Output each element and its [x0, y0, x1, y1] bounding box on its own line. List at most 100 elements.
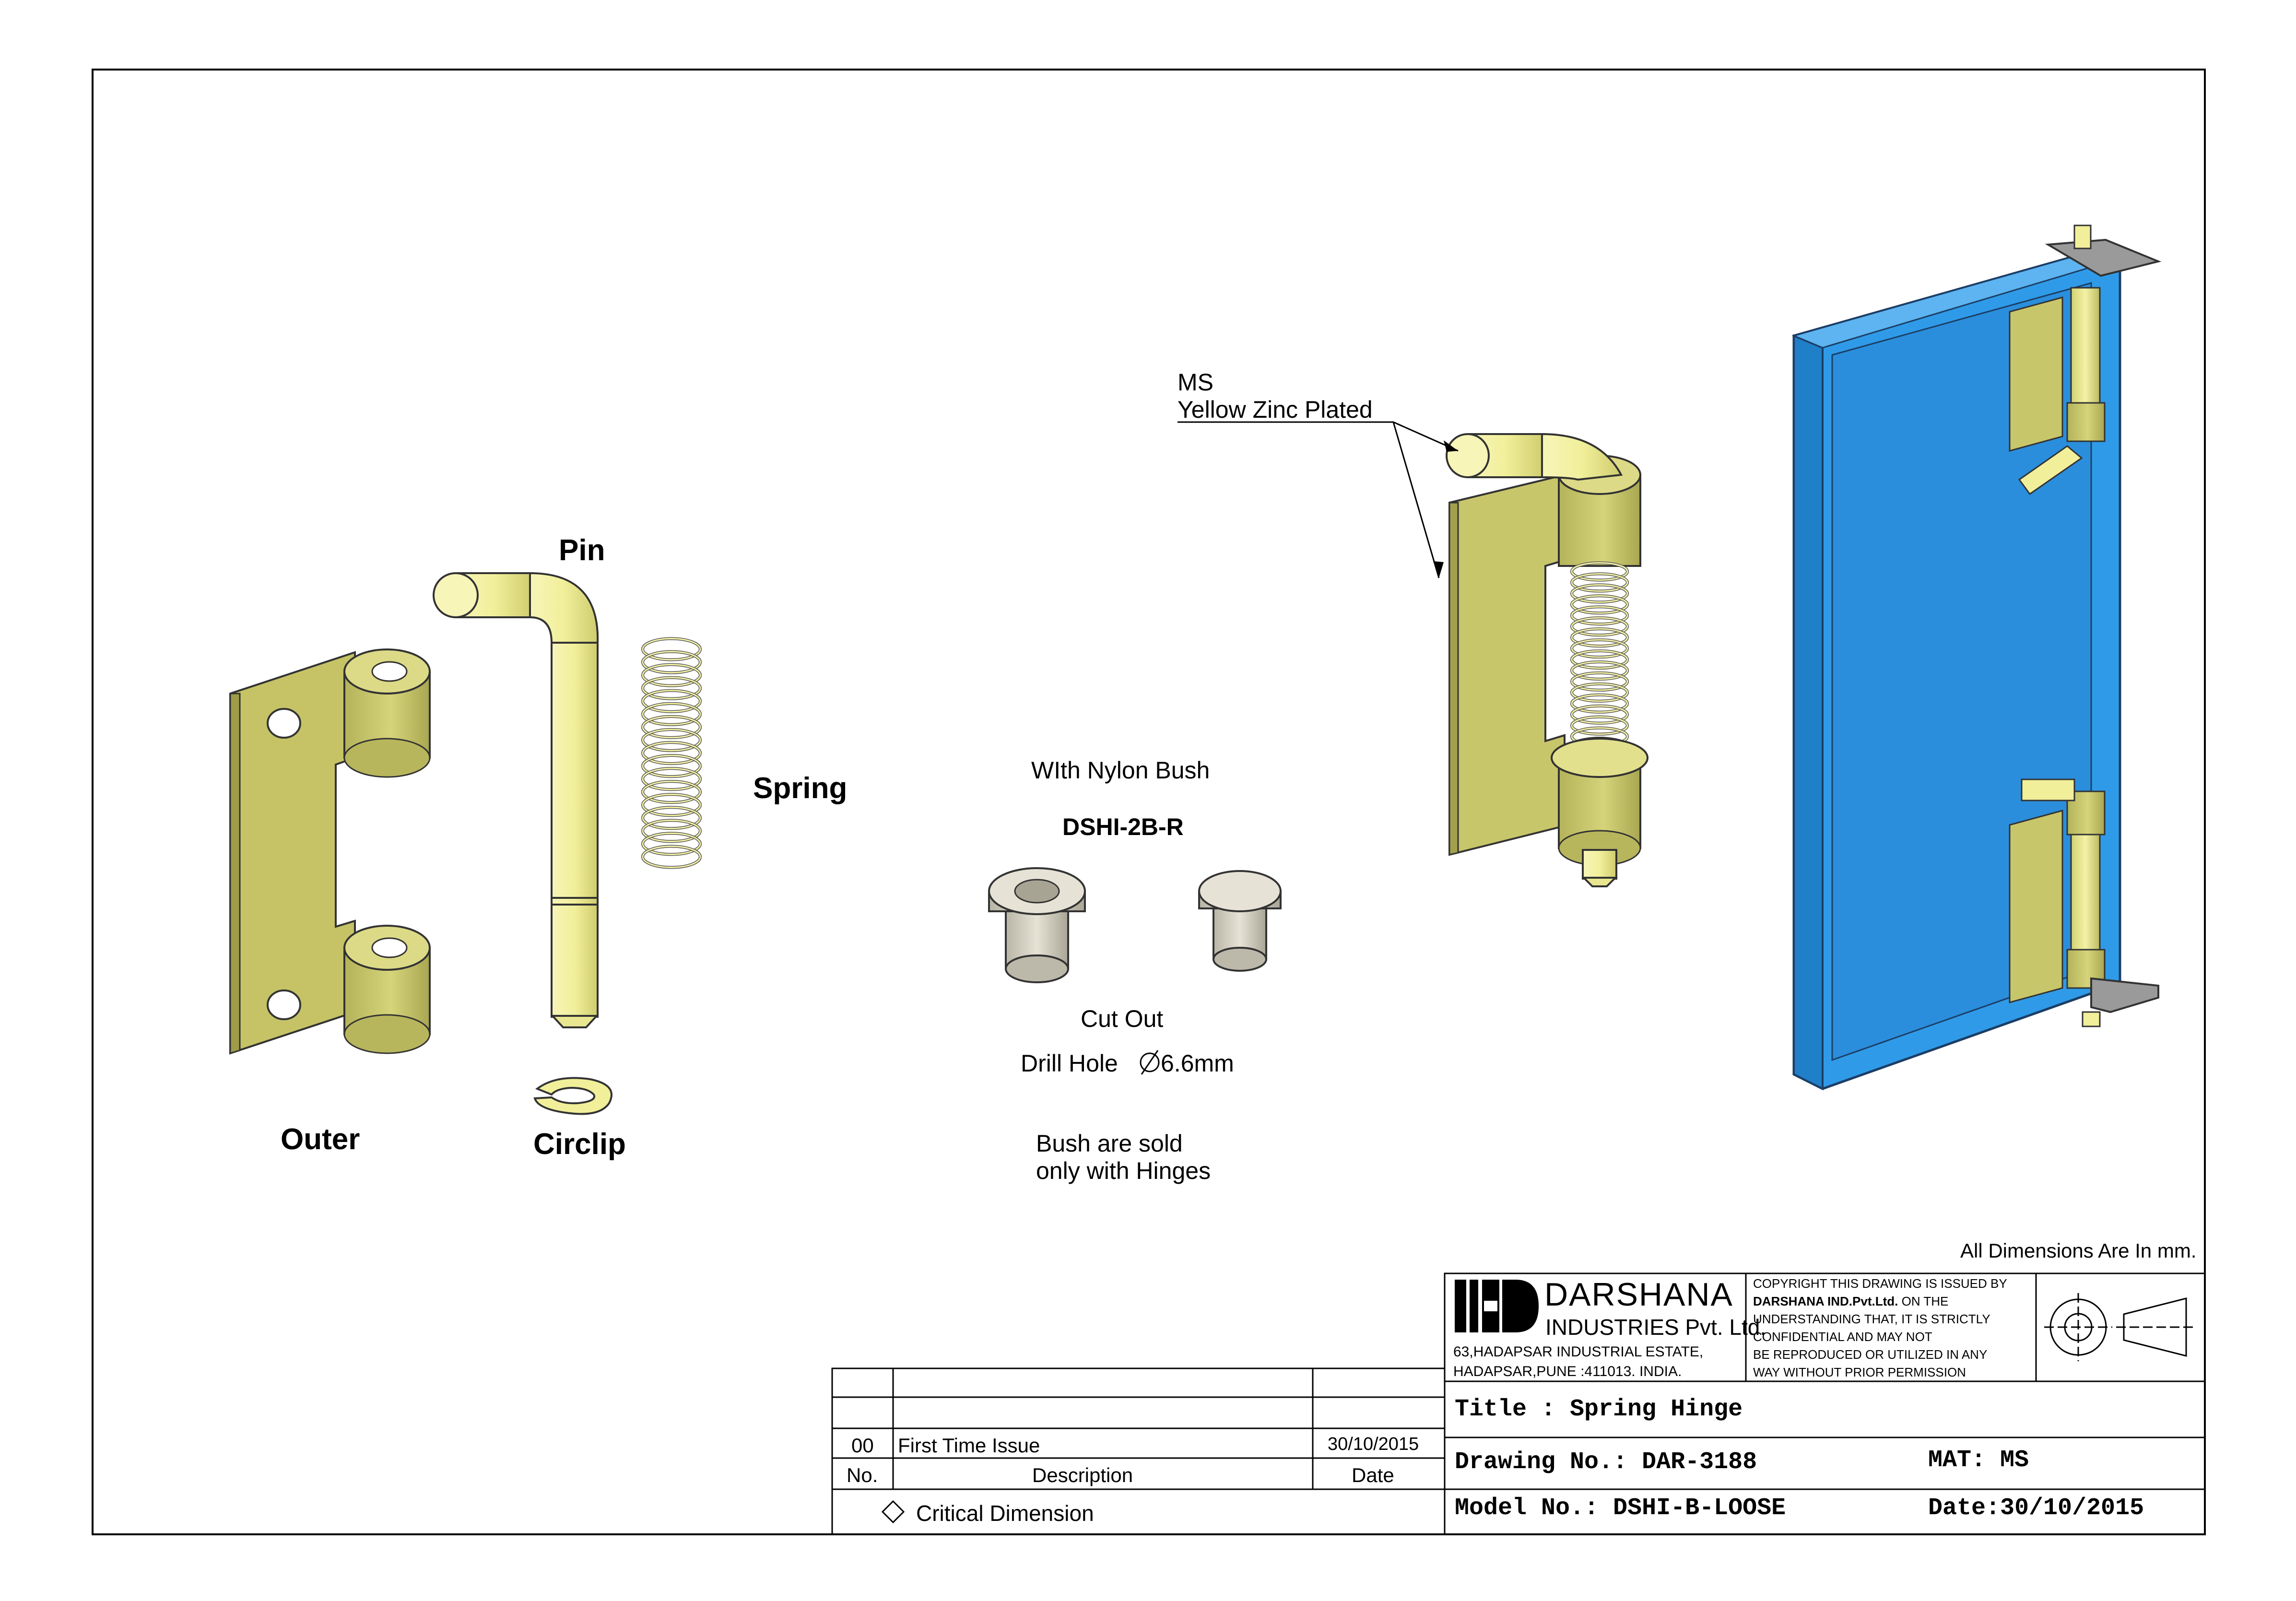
- assembled-plate-edge: [1448, 502, 1459, 856]
- spring-coil-highlight: [642, 793, 701, 816]
- spring-coil-highlight: [1571, 584, 1628, 603]
- diameter-circle: [1140, 1052, 1160, 1072]
- model-no-field: Model No.: DSHI-B-LOOSE: [1455, 1495, 1786, 1522]
- copyright-l3: UNDERSTANDING THAT, IT IS STRICTLY: [1753, 1312, 1990, 1326]
- assembled-pin-point: [1581, 877, 1618, 887]
- pin-label: Pin: [559, 534, 605, 567]
- spring-coil-highlight: [1571, 672, 1628, 691]
- spring-coil-highlight: [642, 729, 701, 752]
- door-hinge-top-knuckle: [2066, 402, 2106, 442]
- title-field: Title : Spring Hinge: [1455, 1396, 1743, 1423]
- spring-coil-highlight: [642, 690, 701, 713]
- outer-knuckle-top-base: [343, 738, 431, 778]
- spring-coil-highlight: [1571, 650, 1628, 669]
- assembled-plate: [1448, 473, 1566, 856]
- bush-code-label: DSHI-2B-R: [1062, 813, 1184, 840]
- door-hinge-top-plate: [2009, 296, 2063, 452]
- logo-d: [1502, 1280, 1539, 1332]
- spring-coil-highlight: [642, 703, 701, 726]
- spring-coil-highlight: [1571, 705, 1628, 724]
- logo-notch: [1484, 1301, 1497, 1311]
- spring-coil-highlight: [642, 845, 701, 868]
- revision-header-description: Description: [1032, 1464, 1133, 1486]
- logo-bar-1: [1455, 1280, 1466, 1332]
- assembled-pin-tip: [1582, 849, 1617, 880]
- diameter-icon: [1140, 1050, 1160, 1075]
- spring-coil-highlight: [1571, 694, 1628, 713]
- bush-note-line1: Bush are sold: [1036, 1130, 1183, 1157]
- spring-coil-highlight: [1571, 617, 1628, 636]
- spring-coil-highlight: [642, 780, 701, 803]
- bush-flanged-hole: [1014, 879, 1060, 904]
- circlip-label: Circlip: [533, 1128, 626, 1161]
- spring-coil-highlight: [642, 754, 701, 777]
- copyright-l1: COPYRIGHT THIS DRAWING IS ISSUED BY: [1753, 1276, 2007, 1291]
- diameter-slash: [1141, 1050, 1159, 1075]
- assembled-pin-elbow: [1541, 433, 1623, 481]
- outer-plate-edge: [229, 693, 241, 1055]
- door-hinge-top-spring: [2070, 287, 2101, 404]
- spring-coil-highlight: [642, 716, 701, 739]
- revision-row-description: First Time Issue: [898, 1434, 1040, 1457]
- spring-coil-highlight: [1571, 683, 1628, 702]
- copyright-company: DARSHANA IND.Pvt.Ltd.: [1753, 1294, 1898, 1308]
- spring-coil-highlight: [1571, 661, 1628, 680]
- title-block-lines: [831, 1272, 2206, 1535]
- door-hinge-bottom-plate: [2009, 810, 2063, 1003]
- pin-tip: [550, 1015, 599, 1028]
- spring-coil-highlight: [642, 651, 701, 674]
- projection-symbol-icon: [2044, 1293, 2194, 1361]
- revision-header-date: Date: [1352, 1464, 1394, 1486]
- pin-elbow: [529, 572, 599, 644]
- company-address2: HADAPSAR,PUNE :411013. INDIA.: [1453, 1364, 1682, 1379]
- door-panel-side: [1793, 334, 1824, 1091]
- spring-coil-highlight: [642, 742, 701, 765]
- revision-header-no: No.: [847, 1464, 878, 1486]
- assembled-spring: [1570, 561, 1629, 758]
- logo-bar-2: [1470, 1280, 1478, 1332]
- spring-coil-highlight: [642, 832, 701, 855]
- spring-coil-highlight: [1571, 595, 1628, 614]
- company-logo: [1455, 1280, 1539, 1332]
- spring-coil-highlight: [642, 819, 701, 842]
- bush-plain-bottom: [1213, 947, 1267, 972]
- assembled-hinge: [1446, 433, 1648, 887]
- spring-coil-highlight: [642, 638, 701, 661]
- projection-frustum: [2123, 1297, 2187, 1357]
- material-callout-line1: MS: [1177, 369, 1213, 396]
- material-callout-line2: Yellow Zinc Plated: [1177, 396, 1373, 423]
- cut-out-label: Cut Out: [1081, 1005, 1164, 1032]
- top-bracket-pin: [2073, 224, 2092, 249]
- callout-arrow-1: [1444, 440, 1458, 452]
- material-field: MAT: MS: [1928, 1447, 2029, 1474]
- company-address1: 63,HADAPSAR INDUSTRIAL ESTATE,: [1453, 1344, 1704, 1360]
- copyright-l6: WAY WITHOUT PRIOR PERMISSION: [1753, 1365, 1966, 1379]
- spring-coil-highlight: [642, 664, 701, 687]
- copyright-l5: BE REPRODUCED OR UTILIZED IN ANY: [1753, 1347, 1988, 1362]
- dimension-note: All Dimensions Are In mm.: [1960, 1239, 2197, 1262]
- drawing-no-field: Drawing No.: DAR-3188: [1455, 1448, 1757, 1476]
- circlip-ring: [533, 1077, 612, 1115]
- spring-coil-highlight: [1571, 628, 1628, 647]
- spring-coil-highlight: [642, 806, 701, 829]
- spring-coil-highlight: [642, 767, 701, 790]
- outer-knuckle-bottom-base: [343, 1014, 431, 1054]
- outer-knuckle-bottom-bore: [371, 937, 408, 958]
- copyright-l2: DARSHANA IND.Pvt.Ltd. ON THE: [1753, 1294, 1948, 1309]
- pin-shaft: [551, 637, 599, 1018]
- bottom-bracket: [2090, 977, 2159, 1013]
- drill-hole-label: Drill Hole: [1021, 1050, 1118, 1077]
- pin-arm-end: [433, 572, 479, 618]
- critical-dimension-label: Critical Dimension: [916, 1501, 1094, 1526]
- outer-label: Outer: [281, 1123, 360, 1156]
- bush-flanged-bottom: [1005, 954, 1069, 983]
- pin-part: [433, 572, 599, 1028]
- door-hinge-bottom-pin-arm: [2021, 778, 2075, 801]
- assembled-pin-arm-end: [1446, 433, 1490, 478]
- outer-leaf-part: [229, 648, 431, 1055]
- revision-row-no: 00: [851, 1434, 874, 1457]
- outer-hole-bottom: [267, 989, 301, 1020]
- spring-label: Spring: [753, 772, 848, 805]
- bush-note-line2: only with Hinges: [1036, 1157, 1211, 1184]
- revision-row-date: 30/10/2015: [1328, 1434, 1419, 1454]
